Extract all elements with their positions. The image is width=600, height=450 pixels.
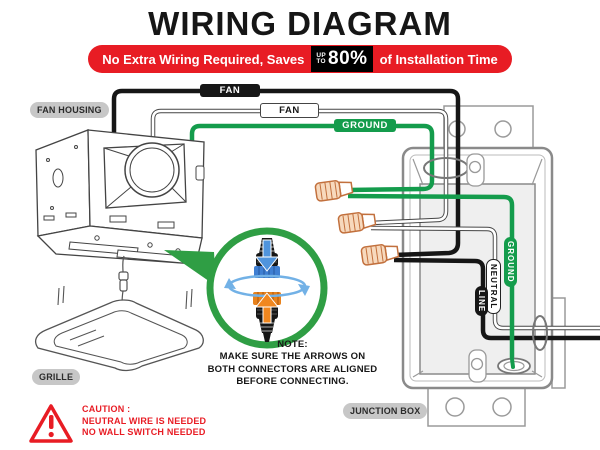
terminal-label-neutral: NEUTRAL xyxy=(486,259,501,315)
ground-green-wire xyxy=(189,123,515,362)
fan-wire-label-black: FAN xyxy=(200,84,260,97)
caution-line: NEUTRAL WIRE IS NEEDED xyxy=(82,415,207,426)
banner-suffix: of Installation Time xyxy=(379,51,498,67)
wire-nut-line xyxy=(360,244,400,266)
clamp-bracket-bottom xyxy=(468,349,487,383)
caution-block: CAUTION : NEUTRAL WIRE IS NEEDED NO WALL… xyxy=(82,404,206,439)
orange-up-arrow-icon xyxy=(254,292,280,324)
banner: No Extra Wiring Required, Saves UP TO 80… xyxy=(88,45,512,73)
banner-upto: UP TO xyxy=(316,51,327,65)
page-title: WIRING DIAGRAM xyxy=(148,5,452,42)
note-block: NOTE: MAKE SURE THE ARROWS ON BOTH CONNE… xyxy=(185,339,400,388)
wire-nut-neutral xyxy=(337,212,377,234)
warning-triangle-icon xyxy=(29,404,73,443)
banner-percent-badge: UP TO 80% xyxy=(311,46,373,72)
cable-clamp-right xyxy=(532,315,548,351)
clamp-bracket-top xyxy=(466,153,485,187)
grille-label: GRILLE xyxy=(32,369,81,385)
caution-line: NO WALL SWITCH NEEDED xyxy=(82,427,206,437)
fan-housing-drawing xyxy=(35,129,205,265)
banner-percent: 80% xyxy=(328,48,368,69)
fan-wire-label-white: FAN xyxy=(260,103,319,118)
note-line: BEFORE CONNECTING. xyxy=(236,375,349,387)
note-title: NOTE: xyxy=(277,339,308,350)
terminal-label-line: LINE xyxy=(475,286,488,317)
banner-prefix: No Extra Wiring Required, Saves xyxy=(102,51,305,67)
junction-box-label: JUNCTION BOX xyxy=(343,403,428,419)
ground-screw xyxy=(497,357,531,375)
note-line: MAKE SURE THE ARROWS ON xyxy=(219,351,366,363)
ground-wire-label: GROUND xyxy=(334,119,396,132)
grille-drawing xyxy=(35,285,204,372)
wire-nut-ground xyxy=(314,180,354,202)
caution-title: CAUTION : xyxy=(82,404,131,414)
mounting-plate xyxy=(427,105,566,427)
terminal-label-ground: GROUND xyxy=(504,237,517,287)
connector-alignment-zoom-icon xyxy=(164,227,328,349)
grille-connector-cable xyxy=(118,255,129,307)
fan-housing-label: FAN HOUSING xyxy=(30,102,109,118)
blue-down-arrow-icon xyxy=(254,239,280,272)
note-line: BOTH CONNECTORS ARE ALIGNED xyxy=(207,363,378,375)
